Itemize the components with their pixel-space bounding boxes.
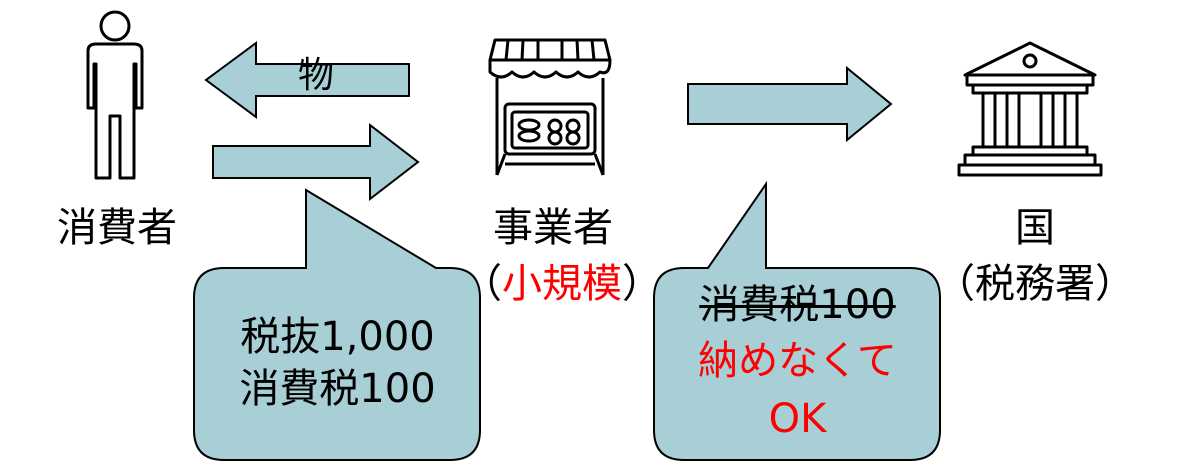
payment-bubble — [193, 188, 481, 461]
tax-bubble-struck-line: 消費税100 — [699, 282, 896, 328]
payment-bubble-line1: 税抜1,000 — [240, 314, 435, 360]
goods-label: 物 — [298, 55, 335, 96]
tax-bubble — [653, 180, 941, 461]
tax-bubble-line3: OK — [768, 396, 827, 442]
tax-office-label: （税務署） — [935, 261, 1135, 307]
government-building-icon — [957, 41, 1103, 177]
storefront-icon — [488, 38, 612, 176]
payment-bubble-line2: 消費税100 — [239, 366, 436, 412]
person-icon — [86, 10, 144, 180]
tax-arrow — [687, 66, 893, 143]
payment-arrow — [212, 122, 420, 202]
consumer-label: 消費者 — [57, 205, 177, 251]
state-label: 国 — [1015, 205, 1055, 251]
business-size-label: （小規模） — [462, 261, 662, 307]
tax-bubble-line2: 納めなくて — [698, 338, 897, 384]
small-scale-text: 小規模 — [502, 261, 622, 307]
business-label: 事業者 — [493, 205, 613, 251]
goods-arrow — [204, 41, 410, 119]
